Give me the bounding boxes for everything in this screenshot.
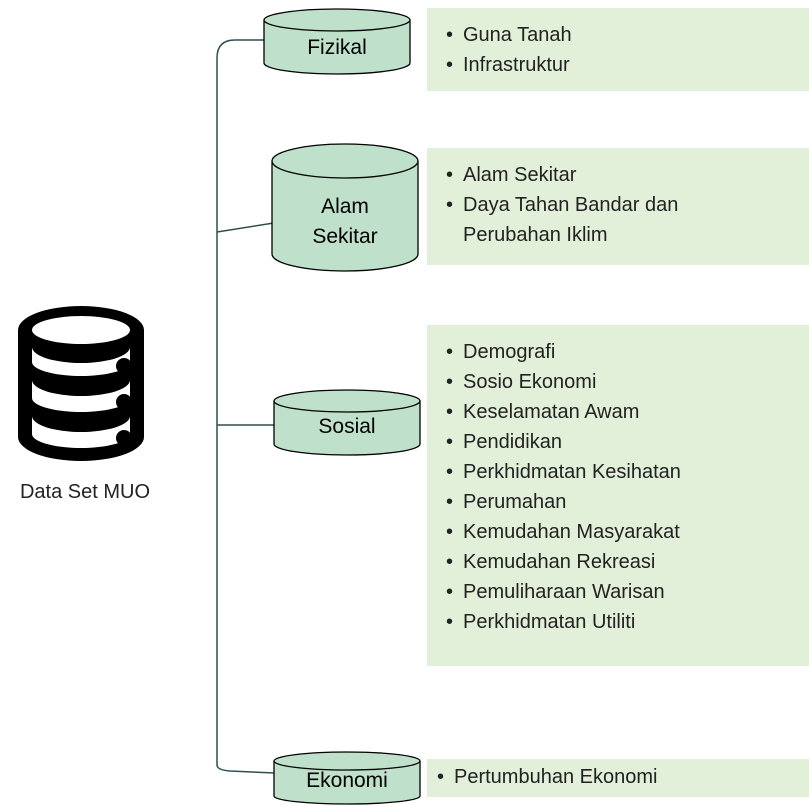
connector-ekonomi (216, 764, 276, 774)
list-item: Perkhidmatan Kesihatan (444, 457, 809, 487)
items-panel-fizikal: Guna Tanah Infrastruktur (427, 8, 809, 91)
list-item: Demografi (444, 337, 809, 367)
category-label-ekonomi: Ekonomi (306, 769, 388, 792)
cylinder-sosial (273, 389, 421, 456)
dataset-label: Data Set MUO (19, 481, 151, 503)
list-item: Perkhidmatan Utiliti (444, 607, 809, 637)
list-item: Infrastruktur (444, 50, 809, 80)
list-item: Keselamatan Awam (444, 397, 809, 427)
list-item: Perumahan (444, 487, 809, 517)
list-item: Pertumbuhan Ekonomi (435, 762, 809, 792)
list-item: Alam Sekitar (444, 160, 809, 190)
cylinder-fizikal (263, 8, 411, 75)
cylinder-ekonomi (273, 751, 421, 805)
list-item: Daya Tahan Bandar dan (444, 190, 809, 220)
list-item: Pemuliharaan Warisan (444, 577, 809, 607)
category-label-alam-sekitar: Alam Sekitar (272, 192, 418, 252)
list-item: Guna Tanah (444, 20, 809, 50)
list-item: Kemudahan Masyarakat (444, 517, 809, 547)
category-label-line: Sekitar (312, 225, 378, 248)
list-item: Pendidikan (444, 427, 809, 457)
list-item: Perubahan Iklim (463, 224, 608, 246)
list-item: Kemudahan Rekreasi (444, 547, 809, 577)
category-label-sosial: Sosial (318, 415, 376, 438)
connector-fizikal (216, 39, 265, 59)
items-panel-alam-sekitar: Alam Sekitar Daya Tahan Bandar dan Perub… (427, 148, 809, 265)
database-icon (18, 306, 144, 461)
items-panel-ekonomi: Pertumbuhan Ekonomi (427, 759, 809, 797)
cylinder-alam-sekitar (271, 143, 419, 272)
list-item: Sosio Ekonomi (444, 367, 809, 397)
category-label-fizikal: Fizikal (307, 36, 367, 59)
items-panel-sosial: Demografi Sosio Ekonomi Keselamatan Awam… (427, 325, 809, 666)
connector-alam-sekitar (216, 221, 281, 233)
category-label-line: Alam (321, 195, 369, 218)
